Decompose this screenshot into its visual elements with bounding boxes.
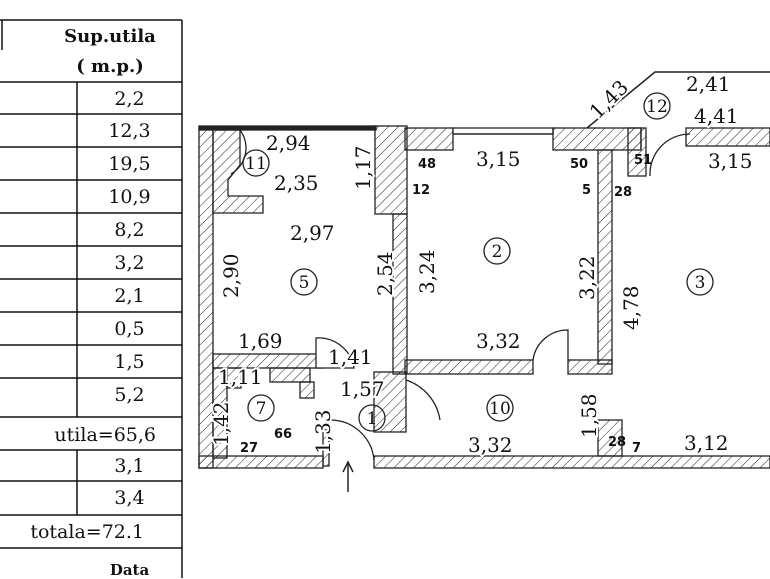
room-number: 1 [367, 409, 378, 429]
dimension-label: 3,24 [415, 249, 439, 294]
room-circle [486, 394, 514, 422]
small-label: 50 [570, 157, 588, 172]
dimension-label: 2,54 [373, 251, 397, 296]
small-label: 51 [634, 153, 652, 168]
room-number: 2 [492, 242, 503, 262]
room-circle [483, 237, 511, 265]
dimension-label: 1,69 [238, 329, 283, 353]
table-extra-value: 3,4 [114, 487, 145, 509]
room-circle [686, 268, 714, 296]
table-value: 1,5 [114, 350, 145, 373]
dimension-label: 1,11 [218, 365, 263, 389]
table-value: 19,5 [108, 152, 151, 175]
small-label: 7 [632, 441, 641, 456]
room-circle [247, 394, 275, 422]
total-area: totala=72.1 [30, 521, 144, 543]
table-value: 5,2 [114, 383, 145, 406]
room-number: 5 [299, 273, 310, 293]
dimension-label: 4,41 [694, 104, 739, 128]
table-value: 3,2 [114, 251, 145, 274]
table-value: 10,9 [108, 185, 151, 208]
table-value: 2,1 [114, 284, 145, 307]
dimension-label: 1,43 [585, 75, 633, 123]
small-label: 48 [418, 157, 436, 172]
dimension-label: 2,90 [219, 253, 243, 298]
entrance-arrow [342, 460, 354, 492]
small-label: 27 [240, 441, 258, 456]
table-value: 0,5 [114, 317, 145, 340]
table-header-title: Sup.utila [64, 25, 156, 47]
dimension-label: 1,41 [328, 345, 373, 369]
room-circle [242, 149, 270, 177]
table-value: 12,3 [108, 119, 151, 142]
room-number: 11 [245, 154, 267, 174]
dimension-label: 2,94 [266, 131, 311, 155]
table-value: 8,2 [114, 218, 145, 241]
small-label: 12 [412, 183, 430, 198]
small-label: 66 [274, 427, 292, 442]
table-extra-value: 3,1 [114, 455, 145, 477]
dimension-label: 3,15 [708, 149, 753, 173]
walls [198, 71, 770, 469]
room-number: 7 [256, 399, 267, 419]
table-header-unit: ( m.p.) [76, 55, 144, 77]
dimension-label: 2,35 [274, 171, 319, 195]
room-circle [643, 92, 671, 120]
room-number: 10 [489, 399, 511, 419]
dimension-label: 3,15 [476, 147, 521, 171]
dimension-label: 2,41 [686, 72, 731, 96]
dimension-label: 3,22 [575, 255, 599, 300]
dimension-label: 1,33 [311, 409, 335, 454]
table-value: 2,2 [114, 87, 145, 110]
total-usable-area: utila=65,6 [54, 424, 156, 446]
dimension-label: 4,78 [619, 285, 643, 330]
room-circle [358, 404, 386, 432]
small-label: 5 [582, 183, 591, 198]
small-label: 28 [608, 435, 626, 450]
dimension-label: 3,32 [468, 433, 513, 457]
room-number: 3 [695, 273, 706, 293]
room-number: 12 [646, 97, 668, 117]
door-arcs [230, 129, 691, 461]
dimension-label: 3,12 [684, 431, 729, 455]
room-circle [290, 268, 318, 296]
dimension-label: 1,58 [577, 393, 601, 438]
small-label: 28 [614, 185, 632, 200]
dimension-label: 2,97 [290, 221, 335, 245]
dimension-label: 1,42 [209, 401, 233, 446]
dimension-label: 1,17 [351, 145, 375, 190]
table-grid [0, 19, 183, 578]
table-footer-date: Data [109, 561, 150, 579]
dimension-label: 1,57 [340, 377, 385, 401]
dimension-label: 3,32 [476, 329, 521, 353]
area-table: Sup.utila ( m.p.) 2,2 12,3 19,5 10,9 8,2… [0, 0, 183, 579]
